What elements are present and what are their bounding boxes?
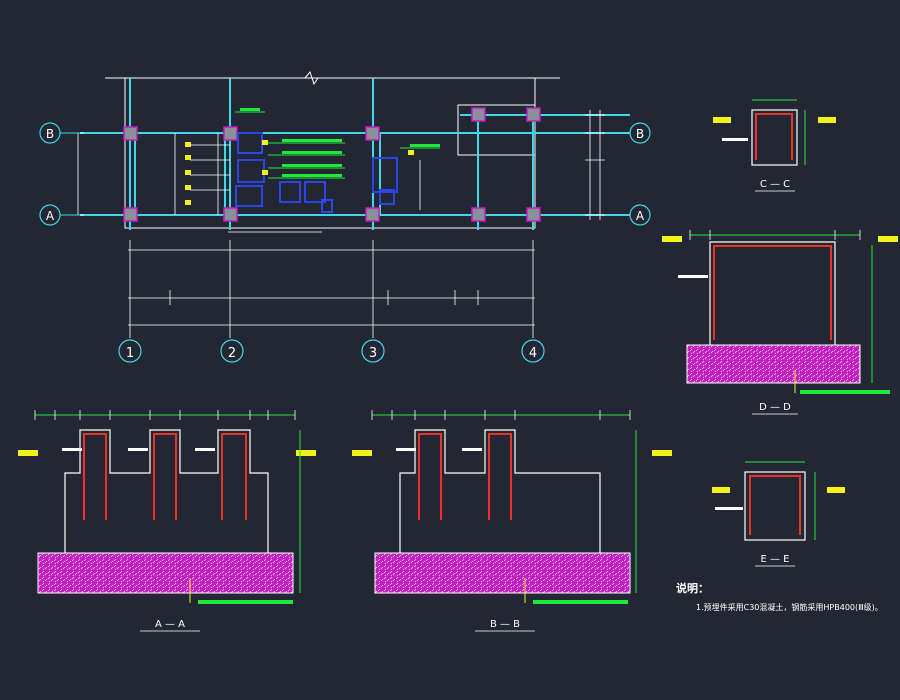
notes-block: 说明： 1.预埋件采用C30混凝土，钢筋采用HPB400(Ⅲ级)。 [676,581,883,612]
grid-bubble-2: 2 [220,339,244,363]
grid-bubble-3: 3 [361,339,385,363]
columns [123,107,541,222]
section-title-d-d: D — D [759,402,791,413]
plan-right-dims [585,110,605,220]
plan-internal-dims [174,133,421,233]
svg-text:4: 4 [529,346,537,361]
foundation-plan: B A B A 1 2 3 4 [39,70,651,363]
svg-text:3: 3 [369,346,377,361]
grid-bubble-B-right: B [629,122,651,144]
section-e-e: E — E [712,461,845,567]
grid-bubble-B-left: B [39,122,61,144]
svg-text:B: B [46,127,54,141]
section-b-b: B — B [352,410,672,632]
notes-heading: 说明： [676,581,709,595]
callout-text-plan [240,108,440,177]
svg-text:A: A [46,209,55,223]
section-title-c-c: C — C [760,179,790,190]
section-c-c: C — C [713,99,836,192]
callouts-plan [235,111,440,179]
svg-text:B: B [636,127,644,141]
notes-line-1: 1.预埋件采用C30混凝土，钢筋采用HPB400(Ⅲ级)。 [696,602,883,612]
svg-text:2: 2 [228,346,236,361]
foundation-beams [80,78,630,230]
grid-bubble-A-right: A [629,204,651,226]
anchor-marks [185,140,414,205]
svg-text:A: A [636,209,645,223]
plan-left-dims [72,132,84,216]
grid-bubble-4: 4 [521,339,545,363]
section-title-a-a: A — A [155,619,185,630]
section-d-d: D — D [662,230,898,415]
grid-bubble-1: 1 [118,339,142,363]
plan-bottom-dims [128,240,535,338]
section-title-e-e: E — E [761,554,790,565]
section-a-a: A — A [18,410,316,632]
section-title-b-b: B — B [490,619,520,630]
svg-text:1: 1 [126,346,134,361]
grid-bubble-A-left: A [39,204,61,226]
